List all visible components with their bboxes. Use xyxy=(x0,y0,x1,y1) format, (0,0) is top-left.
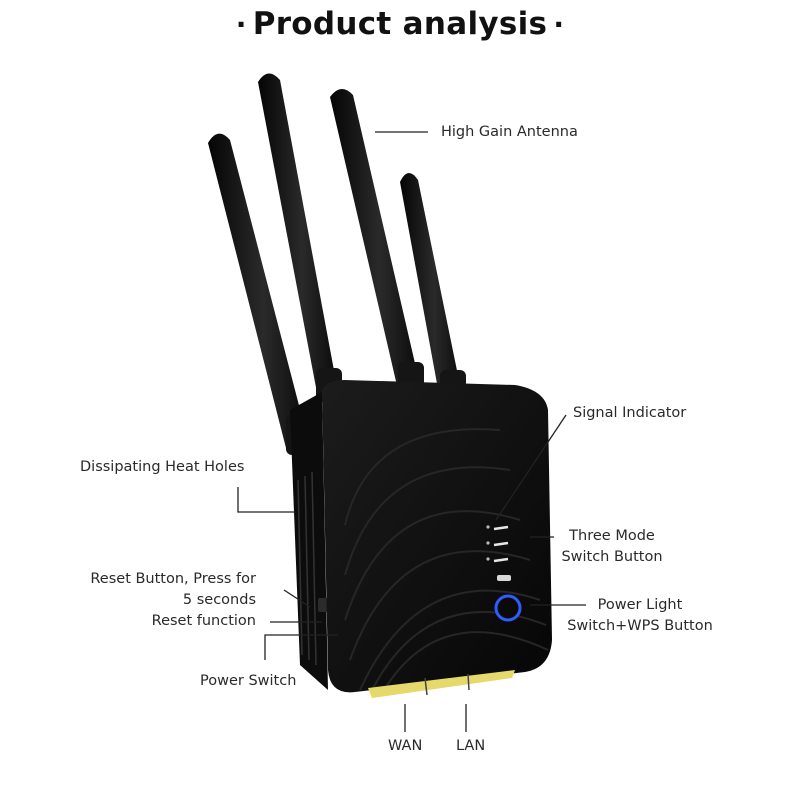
signal-led-dot-3 xyxy=(486,557,490,561)
callout-power-light-line1: Power Light xyxy=(597,597,683,613)
callout-reset-line2: 5 seconds xyxy=(182,592,256,608)
callout-lan: LAN xyxy=(456,738,486,754)
antenna-4 xyxy=(400,172,462,400)
title-dot-right: · xyxy=(553,8,565,41)
device-front xyxy=(322,380,552,693)
antenna-1 xyxy=(208,133,308,448)
device-side xyxy=(290,392,328,690)
callout-mode-switch-line1: Three Mode xyxy=(569,528,655,544)
title-text: Product analysis xyxy=(252,6,548,42)
heat-vents xyxy=(297,471,317,666)
callout-wan: WAN xyxy=(388,738,423,754)
callout-mode-switch: Three Mode Switch Button xyxy=(556,526,668,568)
signal-leds xyxy=(493,525,509,563)
callout-power-light-line2: Switch+WPS Button xyxy=(567,618,713,634)
mode-switch xyxy=(497,575,511,581)
reset-button-hole xyxy=(318,598,328,612)
callout-mode-switch-line2: Switch Button xyxy=(561,549,663,565)
leader-lines xyxy=(237,131,586,732)
power-wps-button xyxy=(494,594,522,622)
antenna-3 xyxy=(330,88,420,390)
callout-power-light: Power Light Switch+WPS Button xyxy=(560,595,720,637)
callout-power-switch: Power Switch xyxy=(200,673,297,689)
antenna-2 xyxy=(258,73,338,398)
title-dot-left: · xyxy=(235,8,247,41)
callout-reset-line3: Reset function xyxy=(151,613,256,629)
signal-led-dot-2 xyxy=(486,541,490,545)
callout-signal-indicator: Signal Indicator xyxy=(573,405,687,421)
page-title: ·Product analysis· xyxy=(0,6,800,42)
ethernet-ports xyxy=(368,670,515,698)
callout-antenna: High Gain Antenna xyxy=(441,124,578,140)
callout-reset-line1: Reset Button, Press for xyxy=(90,571,256,587)
signal-led-dot-1 xyxy=(486,525,490,529)
callout-reset: Reset Button, Press for 5 seconds Reset … xyxy=(70,569,256,632)
callout-heat-holes: Dissipating Heat Holes xyxy=(80,459,245,475)
